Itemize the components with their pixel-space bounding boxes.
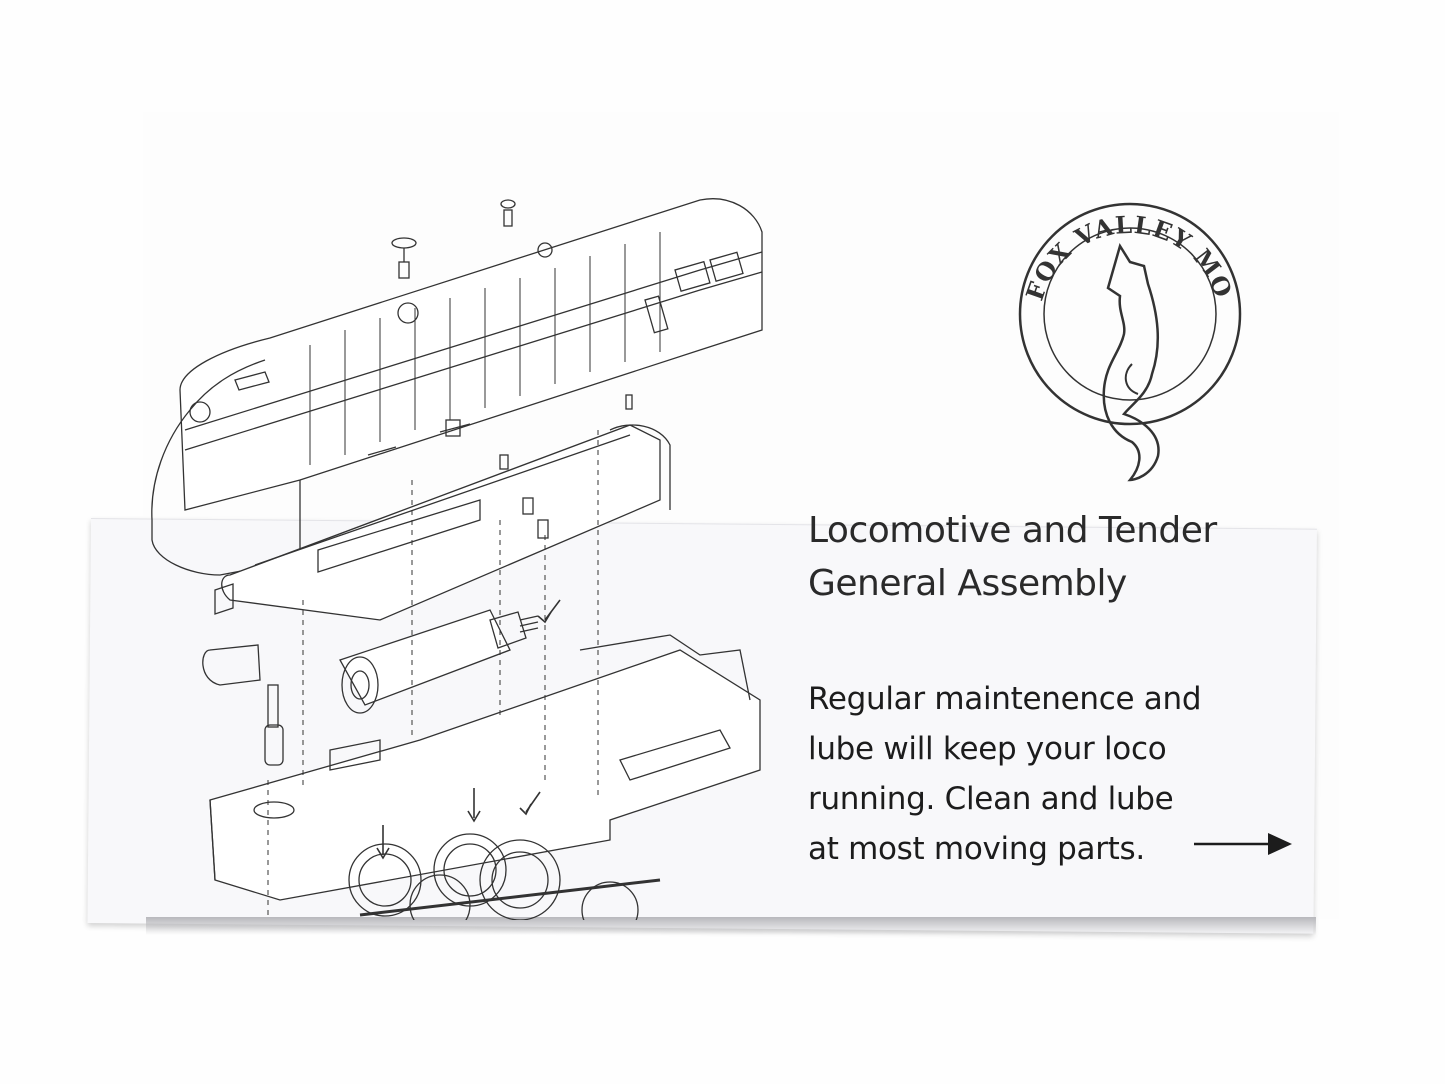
instruction-line-1: Regular maintenence and <box>808 681 1202 717</box>
driver-wheels <box>348 833 661 920</box>
lube-arrows <box>376 599 561 860</box>
lower-frame <box>209 634 761 901</box>
alignment-lines <box>267 430 599 920</box>
streamlined-shroud <box>151 198 763 576</box>
title-line-1: Locomotive and Tender <box>808 510 1217 551</box>
fox-logo-icon: FOX VALLEY MODELS <box>1012 184 1242 482</box>
chassis-frame <box>202 419 671 686</box>
top-screws <box>391 199 633 410</box>
maintenance-instructions: Regular maintenence and lube will keep y… <box>808 674 1308 874</box>
instruction-line-2: lube will keep your loco <box>808 731 1167 767</box>
instruction-line-4: at most moving parts. <box>808 831 1145 867</box>
exploded-locomotive-drawing <box>151 198 763 920</box>
page-title: Locomotive and Tender General Assembly <box>808 504 1328 610</box>
arrow-right-icon <box>1194 833 1292 855</box>
instruction-line-3: running. Clean and lube <box>808 781 1174 817</box>
motor <box>339 609 539 714</box>
fold-shadow <box>146 917 1316 935</box>
title-line-2: General Assembly <box>808 563 1127 604</box>
